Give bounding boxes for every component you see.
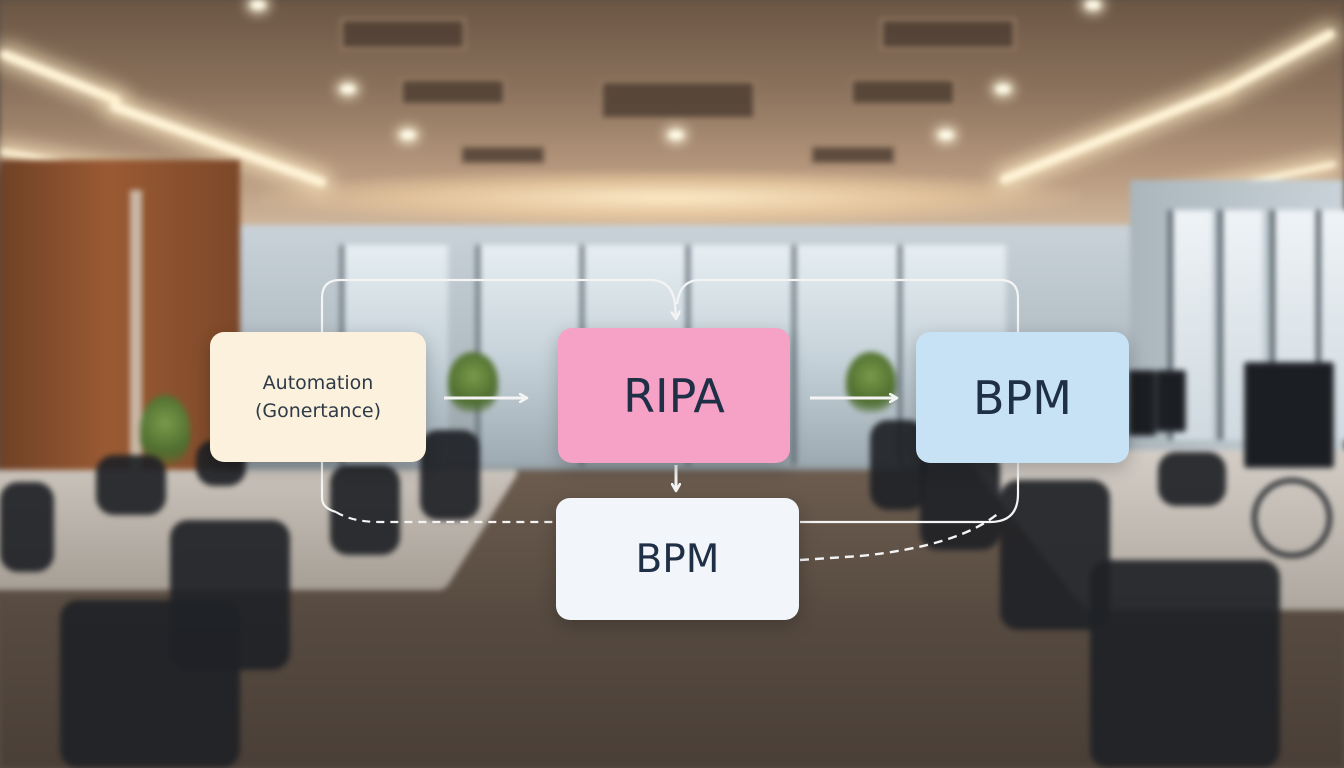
ceiling-spotlight (340, 84, 356, 94)
bpm-node-bottom: BPM (556, 498, 799, 620)
monitor (1156, 370, 1186, 432)
monitor (1244, 362, 1334, 468)
office-chair (60, 600, 240, 768)
bpm-node-right-label: BPM (973, 370, 1072, 425)
ceiling-vent (400, 78, 506, 106)
bpm-node-bottom-label: BPM (635, 536, 720, 582)
ceiling-glow (260, 170, 1080, 225)
office-chair (0, 482, 54, 572)
office-chair (920, 450, 1000, 550)
ripa-node-label: RIPA (623, 368, 725, 423)
ripa-node: RIPA (558, 328, 790, 463)
connector-automation-lower-loop (320, 462, 337, 514)
plant (846, 352, 896, 412)
ceiling-spotlight (1085, 0, 1101, 10)
ceiling-vent (810, 145, 896, 165)
ceiling-vent (460, 145, 546, 165)
connector-bpm-bottom-bpm-dashed (799, 511, 1001, 562)
automation-node: Automation (Gonertance) (210, 332, 426, 462)
office-chair (1158, 452, 1226, 506)
plant (140, 395, 190, 465)
office-chair (96, 455, 166, 515)
ceiling-vent (600, 80, 756, 120)
ceiling-spotlight (995, 84, 1011, 94)
ceiling-vent (850, 78, 956, 106)
desk-sculpture (1252, 478, 1332, 558)
office-chair (420, 430, 480, 520)
ceiling-spotlight (400, 130, 416, 140)
ceiling-vent (880, 18, 1016, 50)
connector-automation-ripa-loop (320, 278, 676, 332)
office-chair (330, 465, 400, 555)
plant (448, 352, 498, 412)
ceiling-spotlight (668, 130, 684, 140)
connector-automation-bpm-bottom-dashed (335, 511, 556, 524)
automation-node-title: Automation (262, 372, 374, 394)
ceiling-vent (340, 18, 466, 50)
bpm-node-right: BPM (916, 332, 1129, 463)
window (1168, 210, 1213, 440)
connector-bpm-ripa-loop (675, 278, 1020, 332)
connector-bpm-bottom-right-loop (800, 462, 1020, 524)
automation-node-subtitle: (Gonertance) (255, 400, 381, 422)
monitor (1128, 370, 1156, 436)
ceiling-spotlight (938, 130, 954, 140)
ceiling-spotlight (250, 0, 266, 10)
office-chair (1090, 560, 1280, 768)
